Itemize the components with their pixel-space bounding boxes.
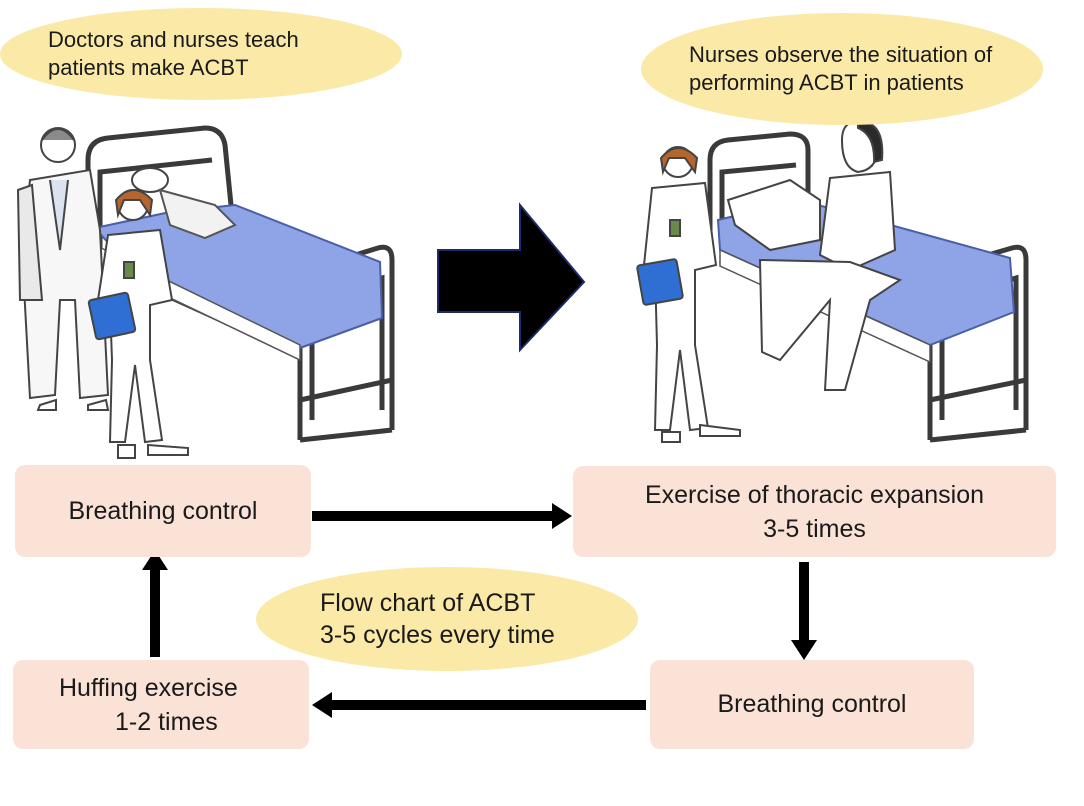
- nurse-figure-left-icon: [87, 189, 189, 459]
- center-callout-line1: Flow chart of ACBT: [320, 589, 536, 617]
- big-right-arrow-icon: [437, 202, 586, 353]
- top-right-callout-line1: Nurses observe the situation of: [689, 42, 993, 67]
- nurse-figure-right-icon: [636, 146, 741, 443]
- patient-lying-figure-icon: [131, 167, 237, 240]
- arrow-left-icon: [312, 692, 646, 718]
- top-left-callout-line1: Doctors and nurses teach: [48, 27, 299, 52]
- step-thoracic-expansion: Exercise of thoracic expansion 3-5 times: [573, 466, 1056, 557]
- step-thoracic-expansion-line2: 3-5 times: [763, 514, 866, 543]
- top-right-callout: Nurses observe the situation of performi…: [641, 13, 1043, 125]
- arrow-up-icon: [142, 550, 168, 657]
- center-callout-line2: 3-5 cycles every time: [320, 621, 555, 649]
- step-breathing-control-top-label: Breathing control: [68, 496, 258, 525]
- center-callout: Flow chart of ACBT 3-5 cycles every time: [256, 567, 638, 671]
- step-breathing-control-top: Breathing control: [15, 465, 311, 557]
- doctor-figure-icon: [16, 127, 110, 411]
- patient-sitting-figure-icon: [758, 120, 903, 391]
- top-left-callout-line2: patients make ACBT: [48, 55, 249, 80]
- arrow-right-icon: [312, 503, 572, 529]
- top-left-callout: Doctors and nurses teach patients make A…: [0, 8, 402, 100]
- flow-arrows: [142, 503, 817, 718]
- step-breathing-control-bottom: Breathing control: [650, 660, 974, 749]
- step-huffing-exercise-line2: 1-2 times: [115, 707, 218, 736]
- step-huffing-exercise: Huffing exercise 1-2 times: [13, 660, 309, 749]
- top-right-callout-line2: performing ACBT in patients: [689, 70, 964, 95]
- pillow-icon: [726, 178, 821, 252]
- step-huffing-exercise-line1: Huffing exercise: [59, 673, 238, 702]
- arrow-down-icon: [791, 562, 817, 660]
- step-breathing-control-bottom-label: Breathing control: [717, 690, 907, 718]
- step-thoracic-expansion-line1: Exercise of thoracic expansion: [644, 480, 985, 509]
